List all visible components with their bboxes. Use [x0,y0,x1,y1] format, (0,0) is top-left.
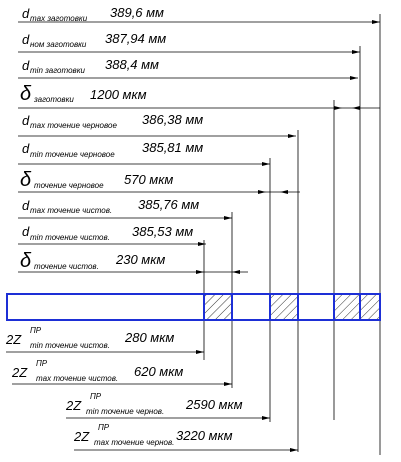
symbol-2z: 2Z [11,365,28,380]
symbol-d: d [22,224,30,239]
subscript: min заготовки [30,66,85,75]
row-d-max-chistov: d max точение чистов. 385,76 мм [22,197,199,215]
row-2z-max-chernov: 2Z ПР max точение чернов. 3220 мкм [73,423,233,447]
value: 620 мкм [134,364,183,379]
value: 388,4 мм [105,57,159,72]
row-d-nom-zagotovki: d ном заготовки 387,94 мм [22,31,166,49]
subscript: max точение чистов. [30,206,112,215]
vertical-extension-lines [203,14,381,455]
value: 280 мкм [124,330,174,345]
value: 570 мкм [124,172,173,187]
subscript: точение чистов. [34,262,99,271]
subscript: max заготовки [30,14,88,23]
subscript: min точение черновое [30,150,115,159]
symbol-d: d [22,141,30,156]
symbol-d: d [22,58,30,73]
symbol-d: d [22,6,30,21]
subscript: min точение чистов. [30,233,110,242]
row-d-max-zagotovki: d max заготовки 389,6 мм [22,5,164,23]
value: 385,81 мм [142,140,203,155]
superscript: ПР [90,392,102,401]
row-d-min-chernovoe: d min точение черновое 385,81 мм [22,140,203,159]
symbol-2z: 2Z [65,398,82,413]
symbol-delta: δ [20,250,32,272]
value: 3220 мкм [176,428,233,443]
subscript: max точение чернов. [94,438,174,447]
subscript: заготовки [33,95,74,104]
value: 1200 мкм [90,87,147,102]
value: 2590 мкм [185,397,243,412]
row-2z-min-chernov: 2Z ПР min точение чернов. 2590 мкм [65,392,243,416]
superscript: ПР [98,423,110,432]
symbol-d: d [22,32,30,47]
subscript: точение черновое [34,181,104,190]
row-d-min-chistov: d min точение чистов. 385,53 мм [22,224,193,242]
row-delta-chernovoe: δ точение черновое 570 мкм [20,169,173,191]
value: 230 мкм [115,252,165,267]
subscript: max точение чистов. [36,374,118,383]
bottom-dimension-lines [6,350,298,452]
symbol-2z: 2Z [73,429,90,444]
subscript: ном заготовки [30,40,87,49]
row-2z-max-chistov: 2Z ПР max точение чистов. 620 мкм [11,359,183,383]
row-2z-min-chistov: 2Z ПР min точение чистов. 280 мкм [5,326,174,350]
symbol-d: d [22,198,30,213]
superscript: ПР [30,326,42,335]
value: 385,53 мм [132,224,193,239]
row-d-max-chernovoe: d max точение черновое 386,38 мм [22,112,203,130]
superscript: ПР [36,359,48,368]
subscript: max точение черновое [30,121,117,130]
value: 386,38 мм [142,112,203,127]
symbol-2z: 2Z [5,332,22,347]
subscript: min точение чернов. [86,407,164,416]
subscript: min точение чистов. [30,341,110,350]
top-dimension-lines [18,20,380,274]
value: 387,94 мм [105,31,166,46]
symbol-delta: δ [20,169,32,191]
symbol-d: d [22,113,30,128]
value: 385,76 мм [138,197,199,212]
symbol-delta: δ [20,83,32,105]
row-delta-chistov: δ точение чистов. 230 мкм [20,250,165,272]
row-delta-zagotovki: δ заготовки 1200 мкм [20,83,147,105]
value: 389,6 мм [110,5,164,20]
workpiece-body [6,293,381,321]
row-d-min-zagotovki: d min заготовки 388,4 мм [22,57,159,75]
